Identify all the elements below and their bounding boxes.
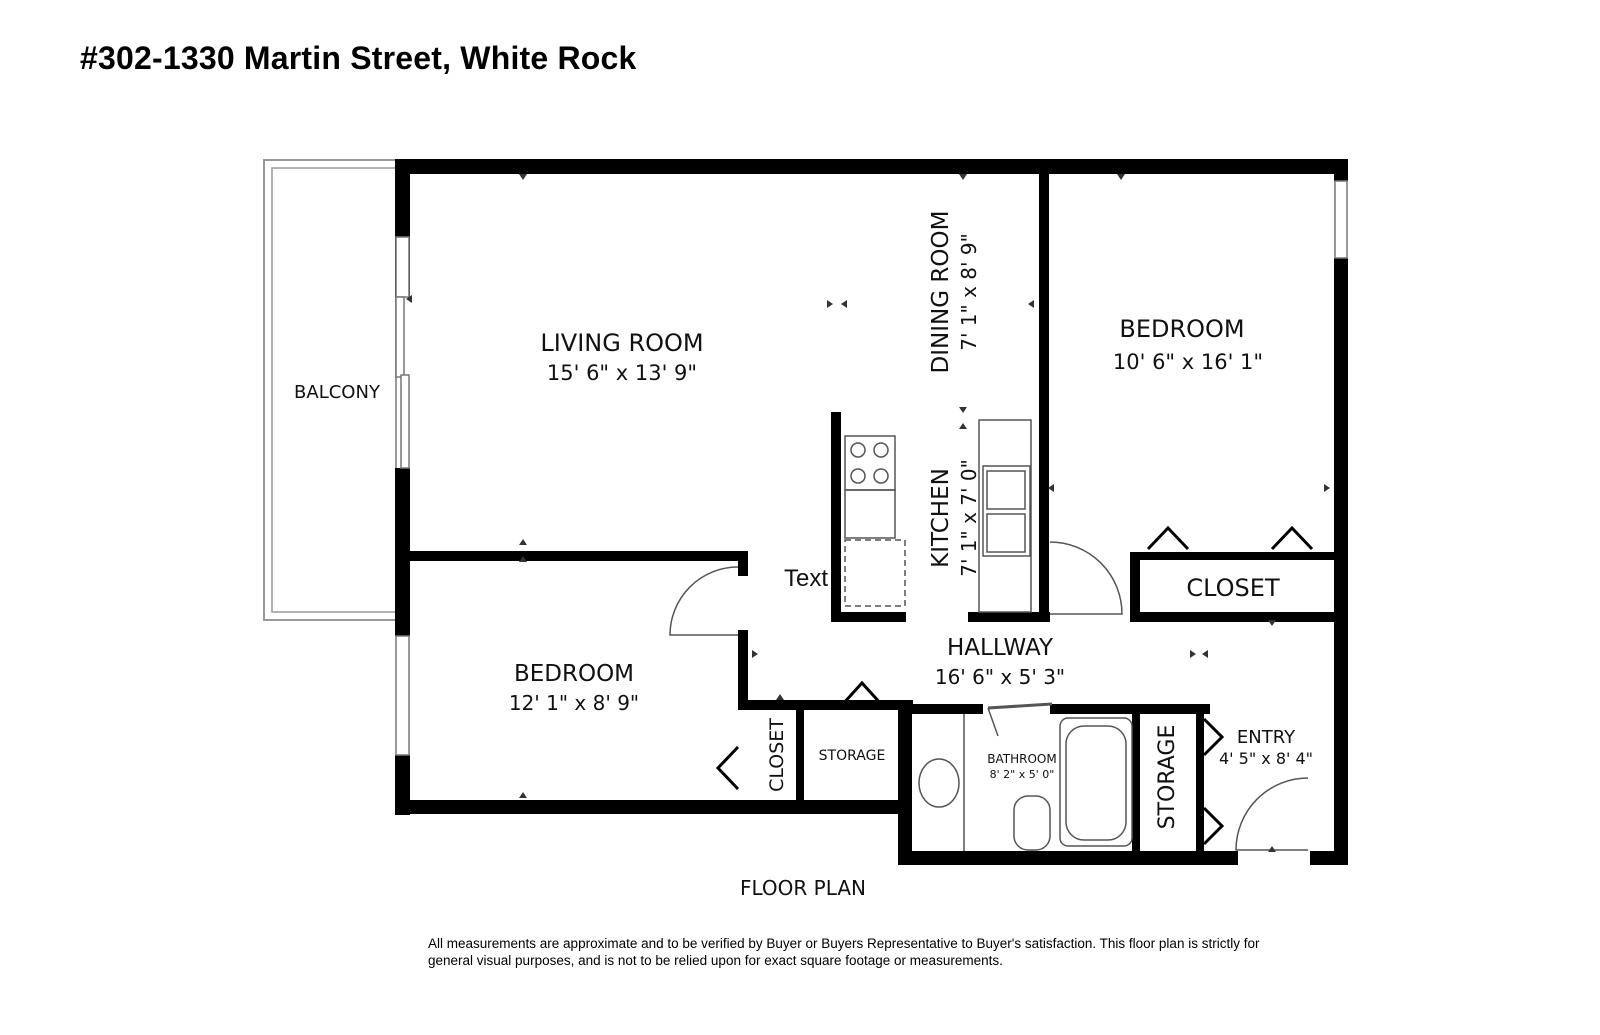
- bathroom-fixtures: [918, 714, 1133, 851]
- closet1-label: CLOSET: [1186, 574, 1280, 602]
- living-room-label: LIVING ROOM: [540, 329, 703, 357]
- floor-plan-label: FLOOR PLAN: [740, 876, 866, 900]
- interior-walls: [410, 174, 1334, 854]
- dining-room-dims: 7' 1" x 8' 9": [957, 233, 981, 351]
- stray-text-label: Text: [784, 565, 828, 592]
- kitchen-label: KITCHEN: [928, 468, 954, 568]
- living-room-dims: 15' 6" x 13' 9": [547, 361, 697, 385]
- storage2-label: STORAGE: [1155, 725, 1180, 830]
- stove-icon: [844, 435, 896, 491]
- bedroom2-label: BEDROOM: [514, 661, 634, 687]
- bathroom-sink-icon: [918, 758, 960, 808]
- dishwasher-icon: [844, 539, 906, 607]
- sink-icon: [982, 465, 1031, 557]
- entry-dims: 4' 5" x 8' 4": [1219, 749, 1313, 768]
- dimension-markers: [406, 174, 1330, 852]
- dining-room-label: DINING ROOM: [928, 211, 954, 374]
- balcony-label: BALCONY: [294, 382, 381, 403]
- toilet-icon: [1013, 795, 1051, 851]
- bedroom1-door-icon: [1049, 541, 1123, 615]
- bedroom2-door-icon: [669, 566, 739, 636]
- kitchen-counter: [978, 419, 1032, 613]
- page-title: #302-1330 Martin Street, White Rock: [80, 40, 637, 76]
- bedroom1-dims: 10' 6" x 16' 1": [1113, 350, 1263, 374]
- bathroom-dims: 8' 2" x 5' 0": [990, 768, 1055, 781]
- bedroom1-label: BEDROOM: [1119, 315, 1244, 343]
- storage1-label: STORAGE: [819, 748, 886, 764]
- entry-label: ENTRY: [1237, 727, 1296, 748]
- hallway-label: HALLWAY: [947, 635, 1054, 661]
- bathtub-icon: [1059, 717, 1133, 847]
- bedroom2-dims: 12' 1" x 8' 9": [509, 691, 639, 715]
- kitchen-fixtures: [844, 419, 1032, 613]
- entry-door-icon: [1235, 777, 1309, 851]
- balcony: [263, 159, 397, 621]
- doors: [669, 525, 1314, 851]
- bathroom-label: BATHROOM: [987, 752, 1056, 766]
- windows: [395, 180, 1348, 756]
- disclaimer-text: All measurements are approximate and to …: [428, 936, 1260, 968]
- kitchen-dims: 7' 1" x 7' 0": [957, 459, 981, 577]
- closet2-label: CLOSET: [766, 718, 788, 792]
- hallway-dims: 16' 6" x 5' 3": [935, 665, 1065, 689]
